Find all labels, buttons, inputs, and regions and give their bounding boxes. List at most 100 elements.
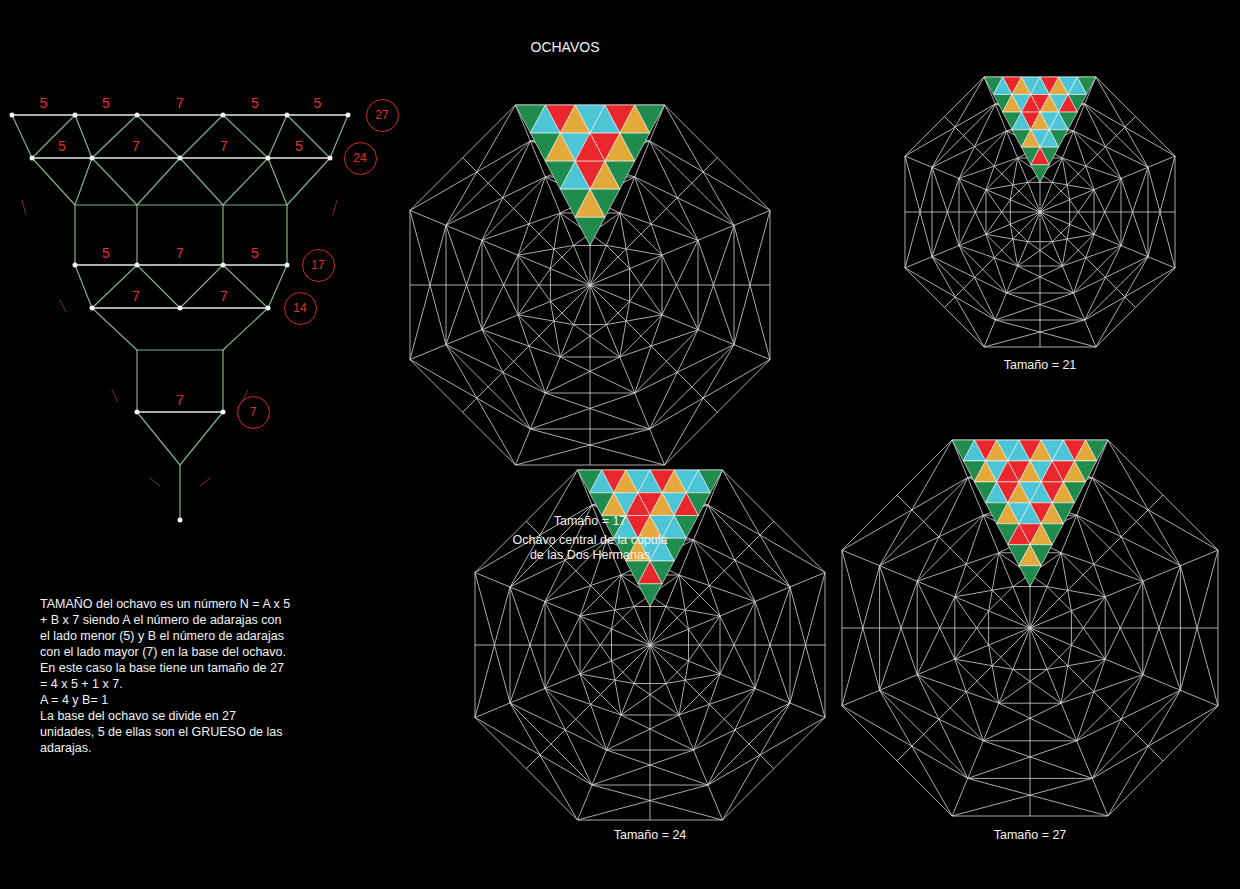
grid-diagonal [722, 703, 790, 820]
grid-diagonal [446, 225, 482, 329]
grid-radial [945, 117, 1040, 212]
tile [626, 493, 650, 516]
tile [686, 470, 710, 493]
grid-radial [1040, 156, 1175, 212]
grid-diagonal [1070, 190, 1094, 225]
grid-diagonal [679, 575, 755, 602]
grid-diagonal [1148, 156, 1175, 257]
grid-radial [650, 521, 774, 645]
tile [997, 461, 1019, 482]
grid-diagonal [955, 659, 1013, 669]
size-circle: 17 [302, 249, 335, 282]
grid-diagonal [410, 360, 530, 429]
grid-diagonal [842, 550, 880, 690]
tile [662, 470, 686, 493]
grid-diagonal [917, 478, 968, 582]
grid-diagonal [959, 178, 986, 234]
grid-diagonal [679, 575, 689, 629]
grid-diagonal [446, 105, 515, 225]
grid-radial [463, 158, 590, 285]
grid-diagonal [986, 200, 1010, 235]
grid-diagonal [905, 167, 932, 268]
tile [1021, 95, 1040, 113]
grid-diagonal [1062, 224, 1069, 266]
tile [638, 470, 662, 493]
tile [1012, 77, 1031, 95]
grid-diagonal [518, 245, 574, 255]
grid-diagonal [607, 750, 708, 785]
grid-diagonal [1047, 587, 1105, 597]
grid-diagonal [1018, 242, 1053, 266]
dimension-number: 7 [220, 288, 228, 304]
grid-diagonal [1094, 178, 1121, 234]
grid-radial [905, 212, 1040, 213]
grid-diagonal [1108, 440, 1181, 566]
grid-radial [1030, 440, 1108, 628]
ochavo-tiles [952, 440, 1108, 587]
tile [1031, 112, 1050, 130]
grid-diagonal [999, 669, 1047, 703]
tile [1031, 147, 1050, 165]
grid-diagonal [905, 156, 932, 257]
grid-radial [475, 573, 650, 645]
grid-diagonal [530, 393, 634, 429]
grid-diagonal [1108, 690, 1181, 816]
grid-radial [1040, 212, 1041, 347]
tile [1021, 130, 1040, 148]
grid-radial [410, 285, 590, 286]
grid-diagonal [734, 225, 770, 359]
grid-radial [590, 285, 591, 465]
grid-diagonal [410, 141, 530, 210]
grid-diagonal [1077, 690, 1181, 741]
grid-ring [842, 440, 1218, 816]
tile [1040, 130, 1059, 148]
tile [1003, 95, 1022, 113]
grid-diagonal [580, 607, 634, 617]
grid-diagonal [482, 330, 560, 357]
grid-diagonal [635, 177, 734, 225]
grid-radial [984, 212, 1040, 347]
grid-diagonal [932, 178, 959, 256]
grid-diagonal [955, 611, 989, 659]
grid-diagonal [580, 629, 612, 674]
grid-diagonal [410, 225, 446, 359]
tile [1049, 77, 1068, 95]
tile [1059, 95, 1078, 113]
size-number: 24 [353, 151, 366, 165]
grid-diagonal [955, 659, 983, 741]
grid-diagonal [708, 688, 755, 785]
grid-diagonal [650, 141, 698, 240]
grid-diagonal [1061, 553, 1143, 581]
grid-diagonal [446, 240, 482, 344]
grid-diagonal [1061, 645, 1071, 703]
tile [590, 470, 614, 493]
grid-diagonal [662, 240, 698, 315]
grid-radial [650, 645, 722, 820]
tile [674, 493, 698, 516]
tile [1041, 461, 1063, 482]
grid-radial [650, 645, 825, 646]
grid-diagonal [1010, 158, 1017, 200]
grid-radial [842, 550, 1030, 628]
octagon-grid [410, 105, 770, 465]
grid-diagonal [1121, 178, 1148, 256]
grid-radial [590, 285, 770, 286]
size-number: 17 [311, 258, 324, 272]
size-circle: 7 [237, 396, 270, 429]
grid-ring [475, 470, 825, 820]
grid-diagonal [1062, 158, 1121, 178]
grid-radial [1030, 628, 1218, 706]
grid-diagonal [592, 785, 722, 820]
grid-diagonal [968, 778, 1108, 816]
grid-diagonal [510, 602, 545, 703]
grid-diagonal [621, 684, 666, 716]
tile [605, 133, 635, 161]
grid-diagonal [482, 255, 518, 330]
tile [1019, 503, 1041, 524]
grid-diagonal [1092, 706, 1218, 779]
tile [1019, 461, 1041, 482]
dimension-number: 5 [251, 245, 259, 261]
grid-diagonal [689, 629, 721, 674]
grid-radial [475, 645, 650, 646]
tile [1041, 503, 1063, 524]
